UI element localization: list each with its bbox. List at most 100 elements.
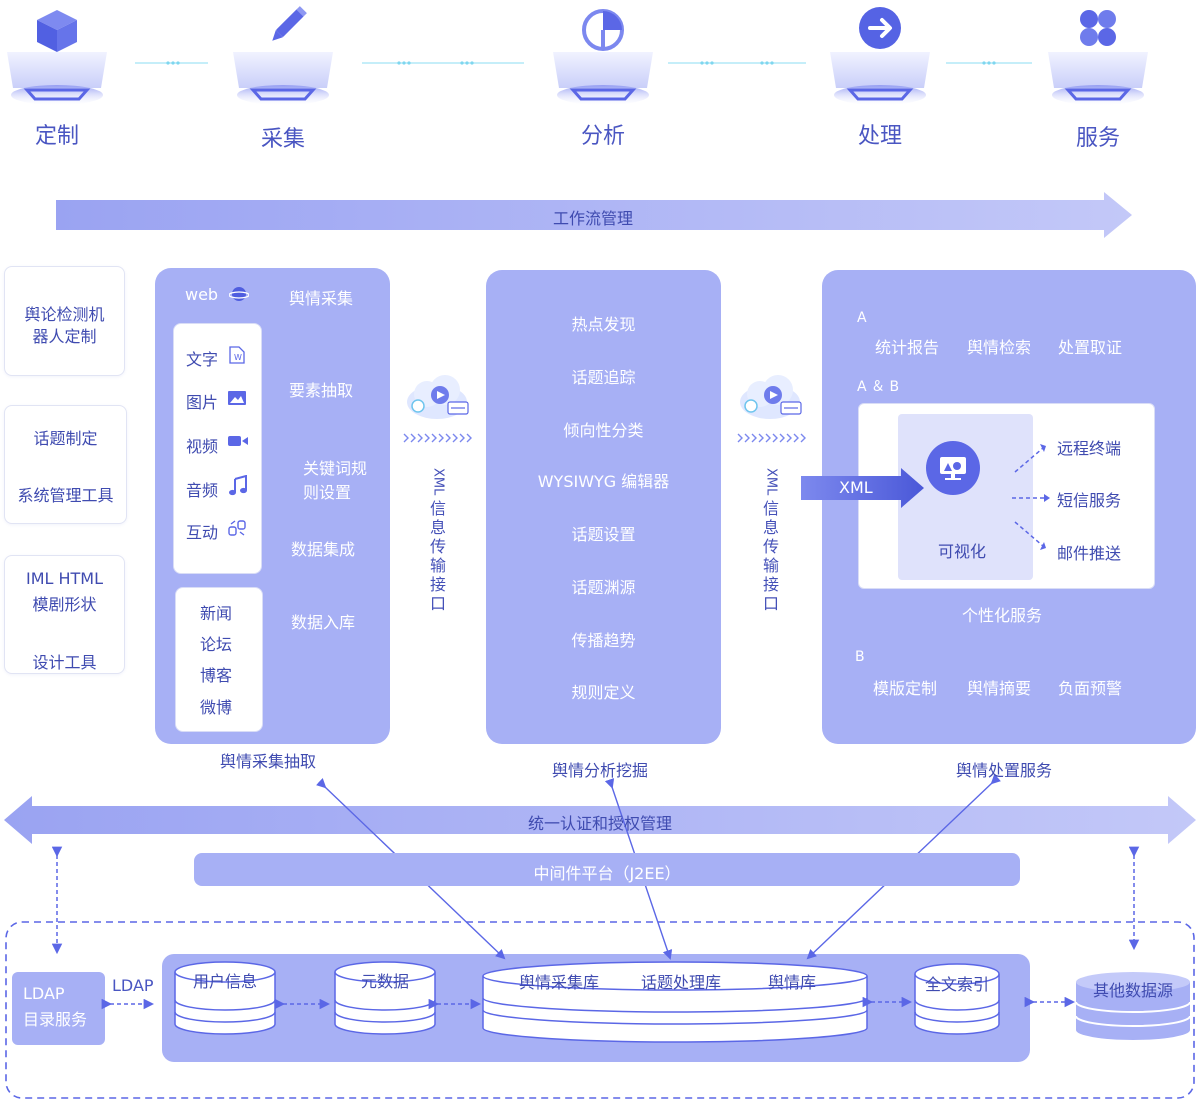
xml-interface-char: 口 xyxy=(429,594,446,614)
robot-customize-box[interactable]: 舆论检测机 器人定制 xyxy=(4,266,125,376)
db-metadata-label: 元数据 xyxy=(360,972,409,991)
web-label: web xyxy=(185,285,219,304)
stage-label-analyze: 分析 xyxy=(580,124,625,149)
analysis-item-hotspot[interactable]: 热点发现 xyxy=(571,315,636,334)
analysis-item-sentiment[interactable]: 倾向性分类 xyxy=(563,421,644,440)
stage-label-collect: 采集 xyxy=(260,127,305,152)
xml-interface-label-1: XML 信 息 传 输 接 口 xyxy=(427,468,449,613)
word-doc-icon: W xyxy=(228,345,246,365)
ldap-line2: 目录服务 xyxy=(23,1010,88,1029)
media-text-label: 文字 xyxy=(186,350,219,369)
xml-interface-char: 接 xyxy=(429,575,446,595)
cloud-video-icon xyxy=(740,375,802,419)
analysis-item-rule[interactable]: 规则定义 xyxy=(571,683,636,702)
visualization-block xyxy=(898,414,1033,580)
interaction-icon xyxy=(227,518,247,538)
xml-interface-char: 口 xyxy=(762,594,779,614)
grid-four-icon xyxy=(1080,10,1116,46)
auth-label: 统一认证和授权管理 xyxy=(527,814,672,833)
source-forum: 论坛 xyxy=(200,635,233,654)
globe-icon xyxy=(229,284,249,304)
stage-connector-dots xyxy=(166,61,996,65)
db-yq-collect-label: 舆情采集库 xyxy=(519,973,600,992)
system-tool-box[interactable]: 话题制定 系统管理工具 xyxy=(4,405,127,524)
ldap-line1: LDAP xyxy=(23,984,65,1003)
media-video-label: 视频 xyxy=(186,437,219,456)
stage-label-service: 服务 xyxy=(1075,126,1120,151)
yq-collect-label: 舆情采集 xyxy=(289,289,354,308)
service-b-summary[interactable]: 舆情摘要 xyxy=(967,679,1032,698)
robot-customize-line2: 器人定制 xyxy=(32,327,97,346)
collect-caption: 舆情采集抽取 xyxy=(220,752,317,771)
arrow-right-circle-icon xyxy=(859,7,901,49)
database-cylinder-other xyxy=(1075,972,1191,1040)
element-extract-label: 要素抽取 xyxy=(289,381,354,400)
analysis-item-trend[interactable]: 传播趋势 xyxy=(571,631,636,650)
source-blog: 博客 xyxy=(200,666,233,685)
service-b-template[interactable]: 模版定制 xyxy=(873,679,938,698)
service-ab-label: A ＆ B xyxy=(857,379,900,395)
channel-remote-terminal[interactable]: 远程终端 xyxy=(1057,439,1122,458)
media-image-label: 图片 xyxy=(186,393,219,412)
workflow-label: 工作流管理 xyxy=(552,209,633,228)
xml-interface-char: 息 xyxy=(762,518,779,538)
service-a-label: A xyxy=(857,310,867,326)
database-cylinder-meta xyxy=(334,961,436,1035)
chevron-stream-1 xyxy=(403,433,472,443)
pie-chart-icon xyxy=(582,9,624,51)
personal-service-label: 个性化服务 xyxy=(962,606,1043,625)
monitor-icon xyxy=(926,441,980,495)
middleware-bar xyxy=(194,853,1020,886)
stage-label-process: 处理 xyxy=(857,124,902,149)
channel-arrows xyxy=(1010,440,1050,560)
analysis-item-topic-setting[interactable]: 话题设置 xyxy=(571,525,636,544)
xml-interface-char: 信 xyxy=(429,499,446,519)
channel-email[interactable]: 邮件推送 xyxy=(1057,544,1122,563)
topic-define-label: 话题制定 xyxy=(33,429,98,448)
robot-customize-line1: 舆论检测机 xyxy=(24,305,105,324)
design-tool-box[interactable]: IML HTML 模剧形状 设计工具 xyxy=(4,555,125,674)
source-news: 新闻 xyxy=(200,604,233,623)
workflow-arrow xyxy=(56,192,1132,238)
design-tool-label: 设计工具 xyxy=(32,653,97,672)
service-b-warning[interactable]: 负面预警 xyxy=(1058,679,1123,698)
analysis-item-topic-origin[interactable]: 话题渊源 xyxy=(571,578,636,597)
system-tool-label: 系统管理工具 xyxy=(17,486,114,505)
analysis-caption: 舆情分析挖掘 xyxy=(552,761,649,780)
service-a-stat-report[interactable]: 统计报告 xyxy=(875,338,940,357)
cloud-video-icon xyxy=(407,375,469,419)
ldap-box xyxy=(12,972,105,1045)
db-yq-label: 舆情库 xyxy=(768,973,817,992)
xml-arrow-label: XML xyxy=(839,478,873,497)
database-cylinder-main xyxy=(482,961,868,1043)
keyword-rule-line2: 则设置 xyxy=(303,483,352,502)
service-caption: 舆情处置服务 xyxy=(956,761,1053,780)
xml-interface-label-2: XML 信 息 传 输 接 口 xyxy=(760,468,782,613)
data-integrate-label: 数据集成 xyxy=(291,540,356,559)
iml-html-label: IML HTML xyxy=(25,569,104,588)
xml-interface-char: 信 xyxy=(762,499,779,519)
db-topic-label: 话题处理库 xyxy=(641,973,722,992)
music-note-icon xyxy=(228,475,248,497)
channel-sms[interactable]: 短信服务 xyxy=(1057,491,1122,510)
xml-interface-char: 传 xyxy=(762,537,779,557)
keyword-rule-line1: 关键词规 xyxy=(303,459,368,478)
xml-arrow xyxy=(801,468,924,508)
xml-interface-xml: XML xyxy=(430,468,446,496)
xml-interface-xml: XML xyxy=(763,468,779,496)
image-icon xyxy=(227,389,247,407)
sources-card xyxy=(175,587,263,732)
data-store-label: 数据入库 xyxy=(291,613,356,632)
analysis-item-topic-track[interactable]: 话题追踪 xyxy=(571,368,636,387)
xml-interface-char: 传 xyxy=(429,537,446,557)
db-fulltext-label: 全文索引 xyxy=(924,975,989,994)
pencil-icon xyxy=(272,6,307,41)
cube-icon xyxy=(37,10,77,52)
analysis-panel xyxy=(486,270,721,744)
analysis-item-editor[interactable]: WYSIWYG 编辑器 xyxy=(537,472,670,491)
shape-label: 模剧形状 xyxy=(32,595,97,614)
service-a-evidence[interactable]: 处置取证 xyxy=(1058,338,1123,357)
visualization-label: 可视化 xyxy=(938,542,987,561)
service-a-search[interactable]: 舆情检索 xyxy=(967,338,1032,357)
